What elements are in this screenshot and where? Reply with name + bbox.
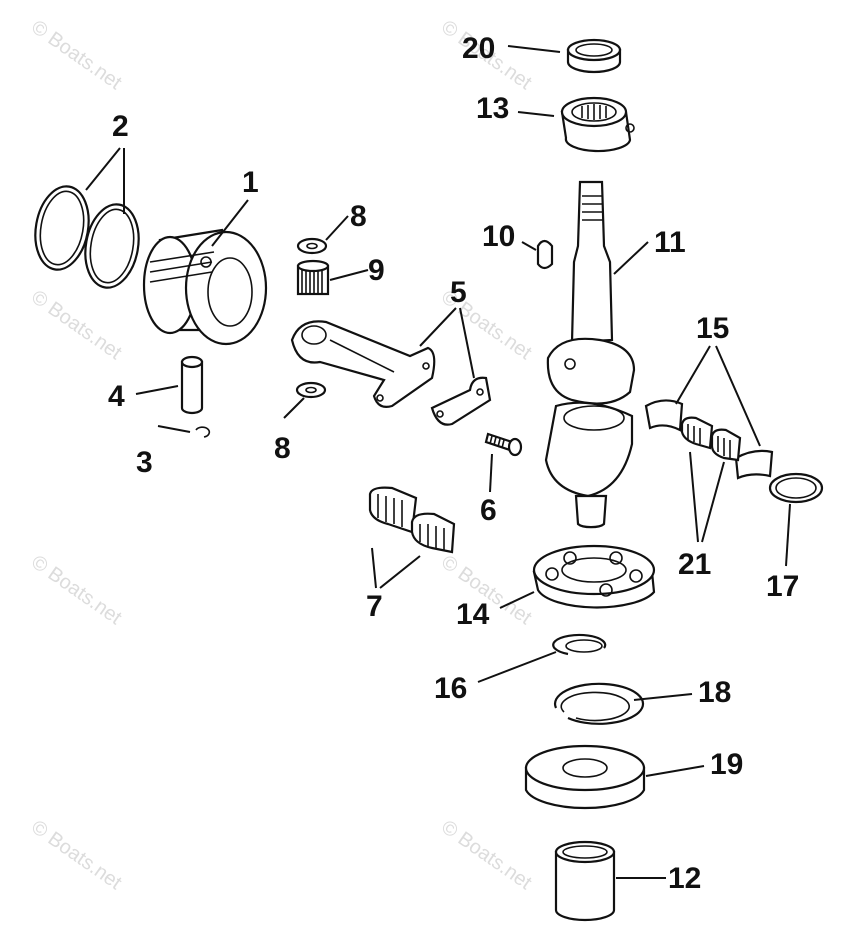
piston[interactable] xyxy=(142,228,268,346)
callout-8-upper: 8 xyxy=(350,200,367,233)
cap-screw[interactable] xyxy=(484,432,523,457)
callout-19: 19 xyxy=(710,748,743,781)
piston-rings[interactable] xyxy=(29,182,145,292)
callout-labels: 2 1 3 4 8 9 8 5 6 7 10 11 20 13 15 21 17… xyxy=(108,32,799,895)
callout-4: 4 xyxy=(108,380,125,413)
crankshaft-seal[interactable] xyxy=(524,744,646,810)
thrust-washer-lower[interactable] xyxy=(295,381,327,399)
callout-11: 11 xyxy=(654,226,686,259)
callout-2: 2 xyxy=(112,110,129,143)
watermark-7: © Boats.net xyxy=(27,816,126,894)
large-retaining-ring[interactable] xyxy=(553,682,645,725)
callout-3: 3 xyxy=(136,446,153,479)
callout-1: 1 xyxy=(242,166,259,199)
callout-18: 18 xyxy=(698,676,731,709)
o-ring[interactable] xyxy=(768,472,824,504)
callout-16: 16 xyxy=(434,672,467,705)
leader-lines xyxy=(85,45,791,879)
rod-bearing-halves[interactable] xyxy=(368,486,456,554)
bearing-retainer-lower[interactable] xyxy=(734,449,774,480)
callout-13: 13 xyxy=(476,92,509,125)
needle-bearing[interactable] xyxy=(296,259,330,296)
wrist-pin[interactable] xyxy=(180,355,204,415)
callout-20: 20 xyxy=(462,32,495,65)
callout-7: 7 xyxy=(366,590,383,623)
seal-ring[interactable] xyxy=(566,38,622,74)
callout-10: 10 xyxy=(482,220,515,253)
watermark-3: © Boats.net xyxy=(27,286,126,364)
callout-8-lower: 8 xyxy=(274,432,291,465)
watermark-8: © Boats.net xyxy=(437,816,536,894)
callout-6: 6 xyxy=(480,494,497,527)
main-bearing-halves[interactable] xyxy=(680,416,742,462)
callout-14: 14 xyxy=(456,598,490,631)
callout-17: 17 xyxy=(766,570,799,603)
watermark-1: © Boats.net xyxy=(27,16,126,94)
callout-12: 12 xyxy=(668,862,701,895)
callout-9: 9 xyxy=(368,254,385,287)
crankshaft[interactable] xyxy=(544,180,636,529)
sleeve-bushing[interactable] xyxy=(554,840,616,922)
upper-bearing[interactable] xyxy=(560,96,635,153)
woodruff-key[interactable] xyxy=(536,239,554,270)
connecting-rod-cap[interactable] xyxy=(430,376,492,426)
bearing-retainer-upper[interactable] xyxy=(644,399,684,432)
callout-5: 5 xyxy=(450,276,467,309)
thrust-washer-upper[interactable] xyxy=(296,237,328,255)
lower-ball-bearing[interactable] xyxy=(532,544,656,609)
pin-retainer-clip[interactable] xyxy=(195,426,211,438)
watermark-5: © Boats.net xyxy=(27,551,126,629)
callout-15: 15 xyxy=(696,312,729,345)
connecting-rod[interactable] xyxy=(290,320,436,408)
retaining-ring[interactable] xyxy=(552,633,607,656)
callout-21: 21 xyxy=(678,548,711,581)
